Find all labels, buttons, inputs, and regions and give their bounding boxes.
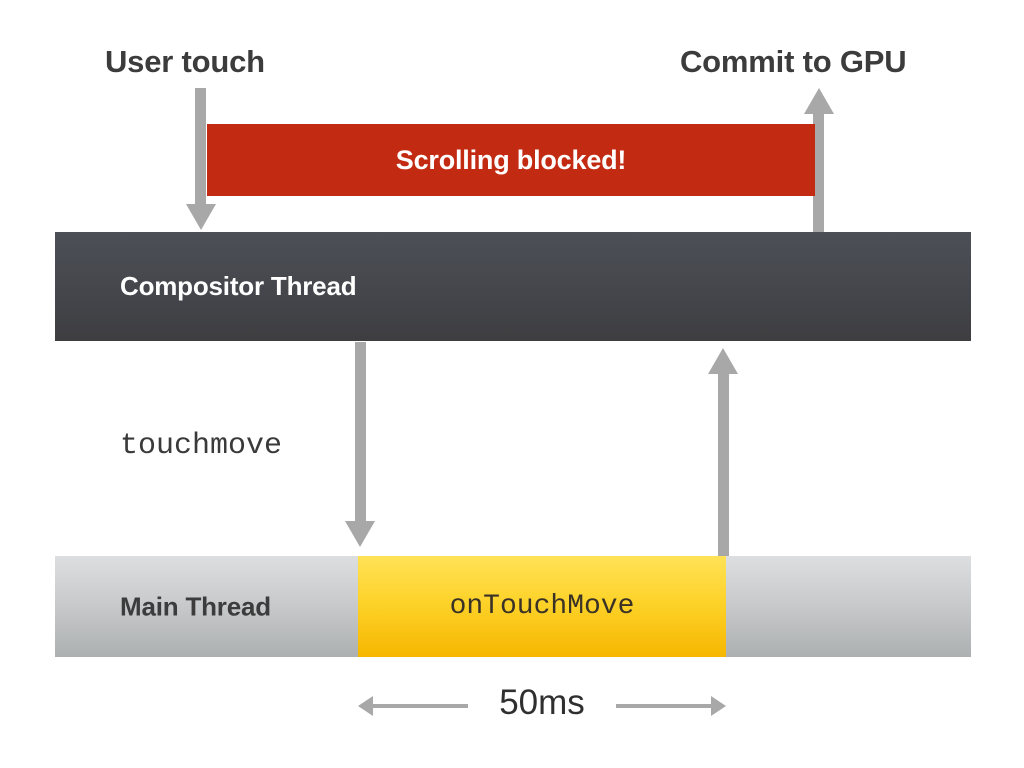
touchmove-event-label: touchmove: [120, 429, 283, 463]
on-touch-move-task-block: onTouchMove: [358, 556, 726, 657]
measure-line-left: [372, 704, 468, 708]
commit-to-gpu-arrow-up-icon: [804, 88, 834, 114]
commit-to-gpu-arrow-shaft: [813, 114, 824, 234]
main-thread-bar: Main Thread onTouchMove: [55, 556, 971, 657]
scrolling-blocked-bar: Scrolling blocked!: [207, 124, 815, 196]
measure-arrow-right-icon: [711, 696, 726, 716]
on-touch-move-label: onTouchMove: [449, 591, 635, 622]
duration-measure: 50ms: [358, 678, 726, 734]
touchmove-arrow-down-icon: [345, 521, 375, 547]
measure-arrow-left-icon: [358, 696, 373, 716]
user-touch-label: User touch: [105, 44, 265, 79]
commit-to-gpu-label: Commit to GPU: [680, 44, 907, 79]
user-touch-arrow-shaft: [195, 88, 206, 206]
user-touch-arrow-down-icon: [186, 204, 216, 230]
main-thread-return-arrow-shaft: [718, 374, 729, 556]
measure-line-right: [616, 704, 712, 708]
compositor-thread-label: Compositor Thread: [120, 271, 357, 301]
main-thread-return-arrow-up-icon: [708, 348, 738, 374]
duration-label: 50ms: [499, 683, 585, 722]
scrolling-blocked-label: Scrolling blocked!: [395, 144, 627, 175]
touchmove-arrow-shaft: [355, 342, 366, 522]
main-thread-label: Main Thread: [120, 591, 271, 621]
compositor-thread-bar: Compositor Thread: [55, 232, 971, 341]
